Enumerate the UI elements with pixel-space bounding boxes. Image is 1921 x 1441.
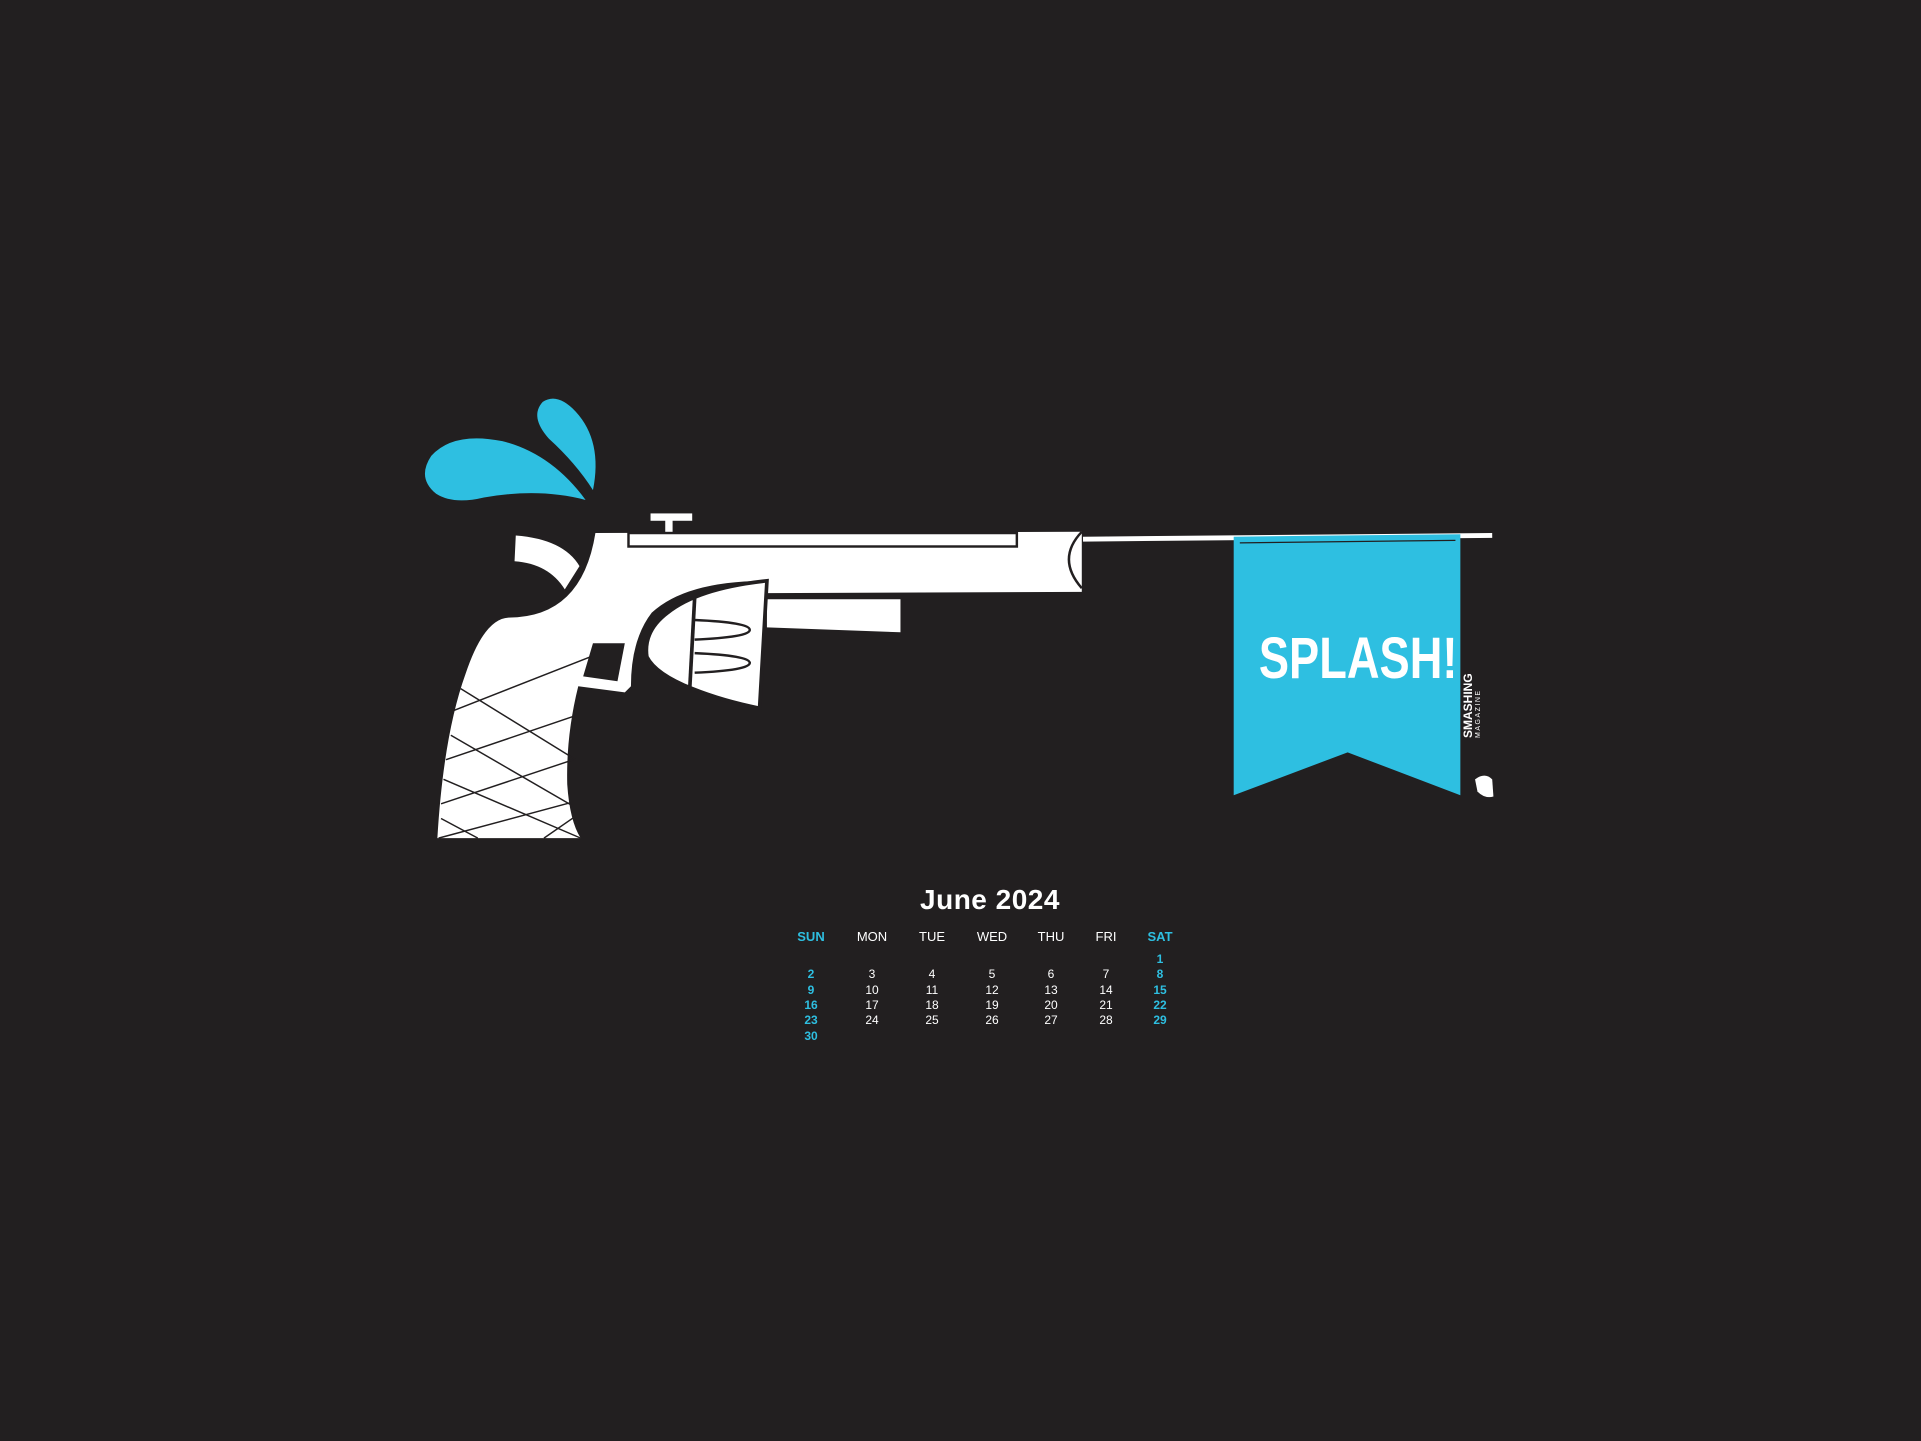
calendar-day: 2 <box>807 967 815 981</box>
calendar-day: 8 <box>1156 967 1164 981</box>
flag-banner <box>1082 533 1493 796</box>
calendar-day: 28 <box>1099 1013 1113 1027</box>
calendar-day: 5 <box>988 967 996 981</box>
smashing-logo-icon <box>1475 775 1494 798</box>
calendar-day: 14 <box>1099 983 1113 997</box>
calendar-day: 27 <box>1044 1013 1058 1027</box>
weekday-thu: THU <box>1037 929 1065 944</box>
banner-text: SPLASH! <box>1258 626 1458 691</box>
weekday-tue: TUE <box>919 929 945 944</box>
calendar-day: 1 <box>1156 952 1164 966</box>
calendar-day: 15 <box>1153 983 1167 997</box>
calendar-day: 3 <box>868 967 876 981</box>
calendar-day: 22 <box>1153 998 1167 1012</box>
grip-crosshatch <box>438 656 591 839</box>
calendar-day: 18 <box>925 998 939 1012</box>
weekday-mon: MON <box>856 929 888 944</box>
calendar-day: 29 <box>1153 1013 1167 1027</box>
calendar-day: 19 <box>985 998 999 1012</box>
calendar-day: 7 <box>1102 967 1110 981</box>
logo-name: SMASHING <box>1461 673 1475 738</box>
calendar-day: 24 <box>865 1013 879 1027</box>
weekday-wed: WED <box>976 929 1008 944</box>
water-splash-drops <box>424 398 596 501</box>
calendar-day: 20 <box>1044 998 1058 1012</box>
calendar-title: June 2024 <box>920 884 1060 915</box>
logo-sub: MAGAZINE <box>1475 689 1482 738</box>
calendar-day: 4 <box>928 967 936 981</box>
smashing-magazine-logo: SMASHING MAGAZINE <box>1461 673 1483 738</box>
weekday-sun: SUN <box>797 929 825 944</box>
calendar-day: 26 <box>985 1013 999 1027</box>
weekday-sat: SAT <box>1147 929 1173 944</box>
calendar-day: 12 <box>985 983 999 997</box>
calendar-day: 10 <box>865 983 879 997</box>
calendar-day: 6 <box>1047 967 1055 981</box>
calendar-day: 11 <box>925 983 939 997</box>
gun-body <box>437 513 1083 839</box>
calendar-day: 16 <box>804 998 818 1012</box>
calendar-day: 25 <box>925 1013 939 1027</box>
calendar-day: 13 <box>1044 983 1058 997</box>
weekday-fri: FRI <box>1095 929 1117 944</box>
calendar-day: 23 <box>804 1013 818 1027</box>
calendar-day: 9 <box>807 983 815 997</box>
calendar-day: 21 <box>1099 998 1113 1012</box>
calendar-day: 30 <box>804 1029 818 1043</box>
calendar-day: 17 <box>865 998 879 1012</box>
